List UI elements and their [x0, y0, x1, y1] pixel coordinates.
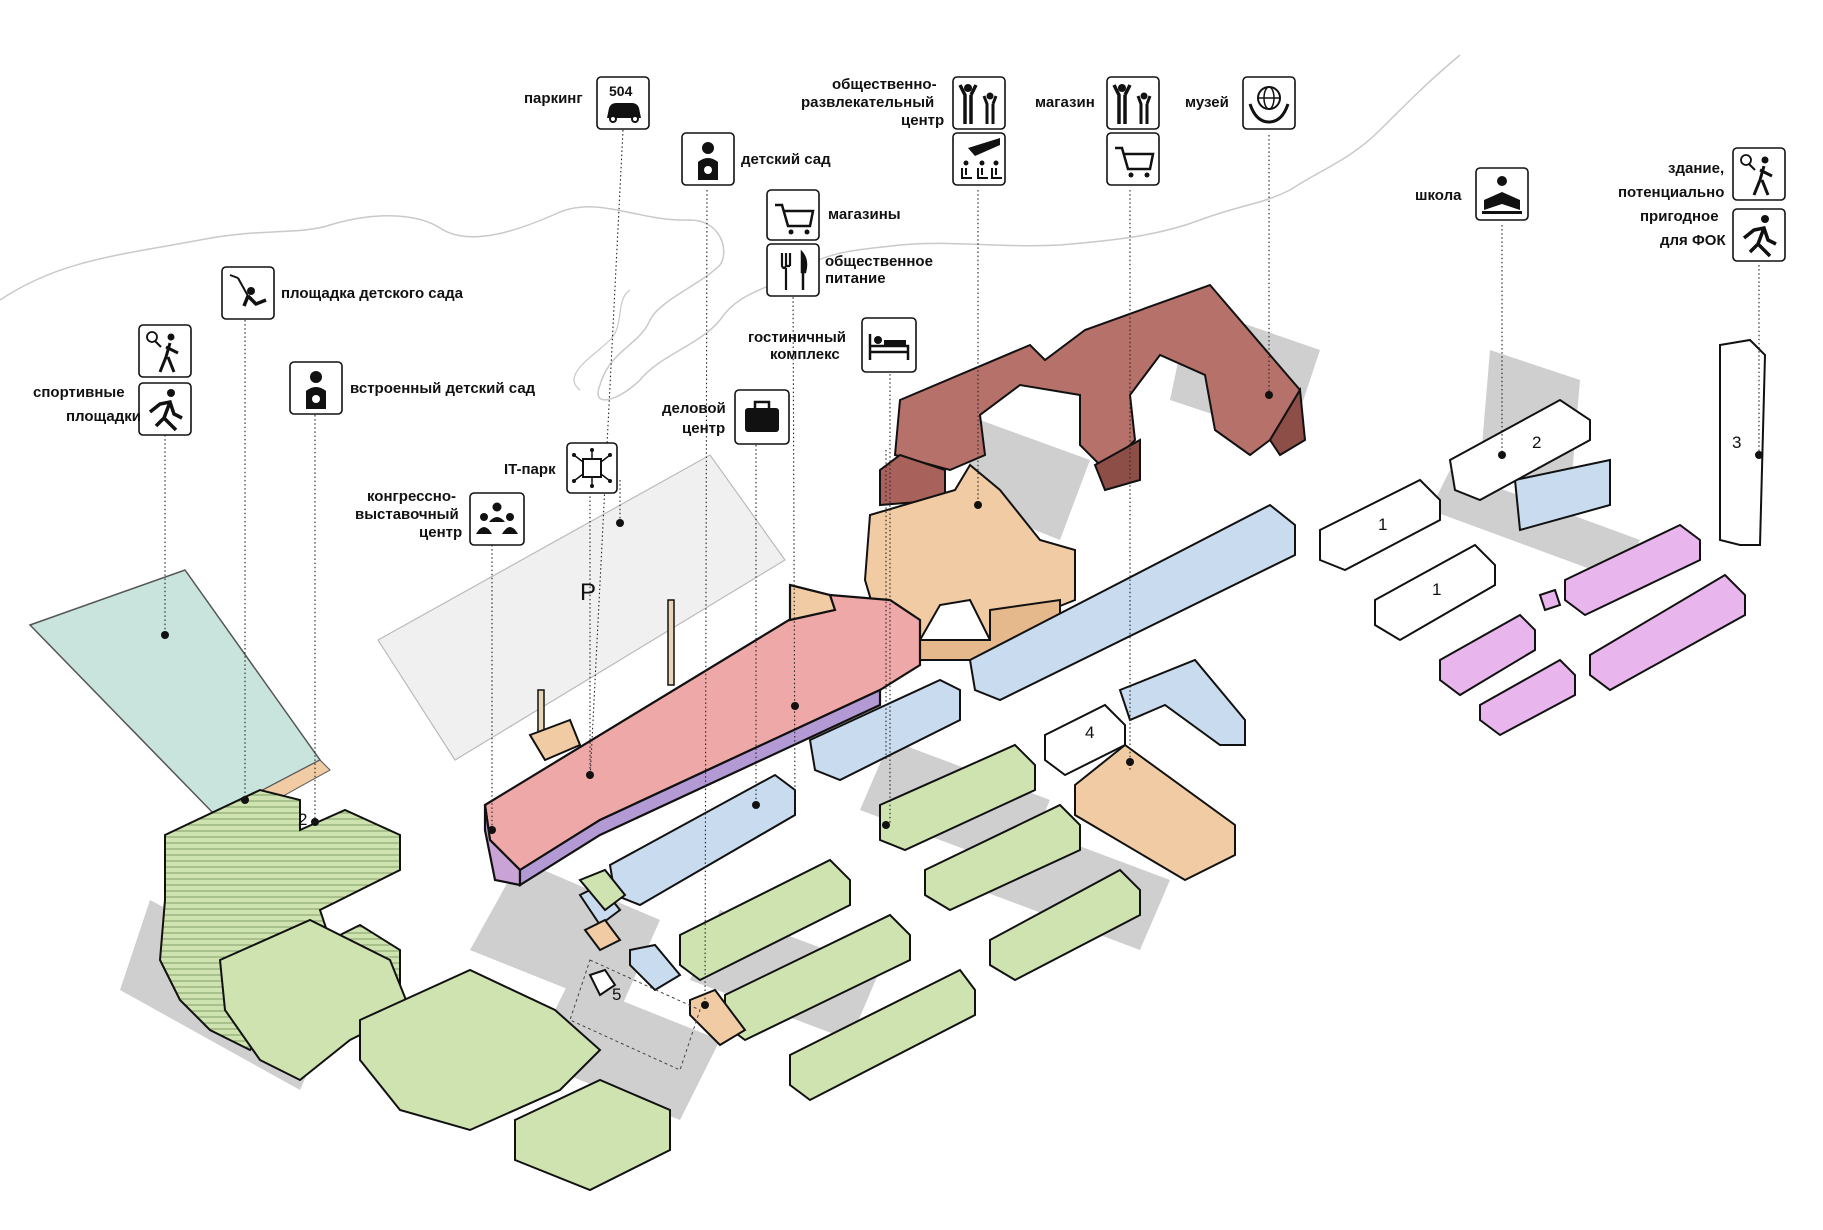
baby-icon	[698, 142, 718, 180]
entertainment-icon-box-1	[952, 76, 1006, 130]
building-number-4: 4	[1085, 723, 1094, 742]
hotel-label-2: комплекс	[770, 346, 840, 363]
office-blocks-blue	[578, 458, 1611, 992]
sports-label-2: площадки	[66, 408, 141, 425]
builtin-kg-label: встроенный детский сад	[350, 380, 536, 397]
school-icon-box	[1475, 167, 1529, 221]
group-icon	[476, 502, 518, 534]
entertainment-label-3: центр	[901, 112, 944, 129]
people-cheering-icon	[958, 84, 998, 124]
museum-icon-box	[1242, 76, 1296, 130]
shopping-cart-icon	[1115, 146, 1155, 178]
fok-label-4: для ФОК	[1660, 232, 1726, 249]
parking-icon-box: 504	[596, 76, 650, 130]
terrain-contour-2	[573, 289, 631, 391]
entertainment-label-1: общественно-	[832, 76, 937, 93]
catering-label-2: питание	[825, 270, 886, 287]
leader-dots	[161, 391, 1763, 1009]
fok-label-3: пригодное	[1640, 208, 1719, 225]
purple-blocks	[1439, 523, 1746, 737]
sports-field	[28, 569, 322, 816]
plot-5-outline	[569, 959, 701, 1071]
swing-icon	[229, 274, 267, 307]
congress-label-3: центр	[419, 524, 462, 541]
people-cheering-icon	[1112, 84, 1152, 124]
building-number-5: 5	[612, 985, 621, 1004]
shops-label: магазины	[828, 206, 901, 223]
shop-label: магазин	[1035, 94, 1095, 111]
parking-count: 504	[609, 83, 633, 99]
kg-playground-icon-box	[221, 266, 275, 320]
catering-label-1: общественное	[825, 253, 933, 270]
congress-label-2: выставочный	[355, 506, 459, 523]
building-number-1a: 1	[1378, 515, 1387, 534]
briefcase-icon	[745, 400, 779, 432]
it-park-icon-box	[566, 442, 618, 494]
kg-playground-label: площадка детского сада	[281, 285, 464, 302]
public-block-orange	[863, 463, 1076, 661]
bed-icon	[868, 334, 910, 360]
historic-complex	[879, 283, 1307, 507]
business-label-1: деловой	[662, 400, 726, 417]
new-buildings-white	[588, 338, 1767, 997]
auditorium-icon	[961, 138, 1002, 179]
school-label: школа	[1415, 187, 1462, 204]
fok-label-1: здание,	[1668, 160, 1724, 177]
fok-label-2: потенциально	[1618, 184, 1724, 201]
shop-icon-box-2	[1106, 132, 1160, 186]
parking-label: паркинг	[524, 90, 583, 107]
residential-blocks-green	[158, 743, 1141, 1192]
globe-hands-icon	[1248, 86, 1290, 124]
museum-label: музей	[1185, 94, 1229, 111]
shops-icon-box	[766, 189, 820, 241]
sports-icon-box-1	[138, 324, 192, 378]
leader-lines	[164, 129, 1760, 1006]
building-number-2a: 2	[1532, 433, 1541, 452]
entertainment-label-2: развлекательный	[801, 94, 934, 111]
it-park-label: IT-парк	[504, 461, 556, 478]
reading-icon	[1482, 176, 1522, 214]
business-label-2: центр	[682, 420, 725, 437]
congress-block-red	[483, 583, 922, 887]
baby-icon	[306, 371, 326, 409]
tennis-icon	[146, 331, 179, 373]
catering-icon-box	[766, 243, 820, 297]
kindergarten-icon-box	[681, 132, 735, 186]
running-icon	[1742, 215, 1777, 258]
sports-icon-box-2	[138, 382, 192, 436]
builtin-kg-icon-box	[289, 361, 343, 415]
fok-icon-box-2	[1732, 208, 1786, 262]
entertainment-icon-box-2	[952, 132, 1006, 186]
kindergarten-label: детский сад	[741, 151, 831, 168]
circuit-chip-icon	[572, 448, 612, 488]
shopping-cart-icon	[775, 203, 815, 235]
congress-label-1: конгрессно-	[367, 488, 456, 505]
business-icon-box	[734, 389, 790, 445]
car-icon	[607, 103, 641, 123]
sports-label-1: спортивные	[33, 384, 125, 401]
hotel-label-1: гостиничный	[748, 329, 846, 346]
building-number-3: 3	[1732, 433, 1741, 452]
hotel-icon-box	[861, 317, 917, 373]
tower-stick	[667, 599, 675, 686]
building-number-1b: 1	[1432, 580, 1441, 599]
cutlery-icon	[780, 249, 808, 290]
tennis-icon	[1740, 154, 1773, 196]
fok-icon-box-1	[1732, 147, 1786, 201]
building-number-2b: 2	[298, 810, 307, 829]
parking-letter: P	[580, 579, 596, 606]
parking-lot	[377, 454, 786, 761]
running-icon	[148, 389, 183, 432]
shop-icon-box-1	[1106, 76, 1160, 130]
congress-icon-box	[469, 492, 525, 546]
terrain-contour	[0, 54, 1461, 401]
